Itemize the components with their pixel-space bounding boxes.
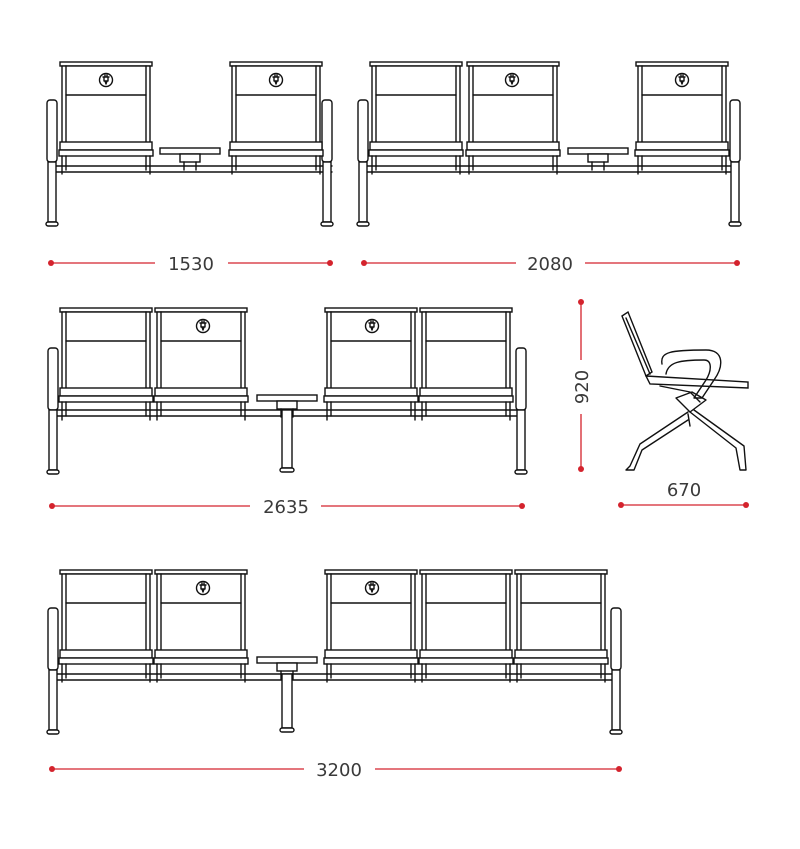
bench-2-seats <box>45 61 334 227</box>
dimension-label-3200: 3200 <box>316 760 362 781</box>
dimension-label-2635: 2635 <box>263 497 309 518</box>
bench-3-seats <box>356 61 742 227</box>
power-plug-icon <box>364 318 380 334</box>
dimension-3200: 3200 <box>49 760 622 781</box>
dimension-670: 670 <box>618 480 749 508</box>
power-plug-icon <box>195 580 211 596</box>
power-plug-icon <box>364 580 380 596</box>
chair-side-view <box>621 310 749 471</box>
bench-4-seats <box>46 307 528 475</box>
power-plug-icon <box>674 72 690 88</box>
dimension-label-1530: 1530 <box>168 254 214 275</box>
dimension-label-2080: 2080 <box>527 254 573 275</box>
bench-5-seats <box>46 569 623 735</box>
dimension-label-920: 920 <box>572 370 593 404</box>
power-plug-icon <box>504 72 520 88</box>
dimension-2080: 2080 <box>361 254 740 275</box>
power-plug-icon <box>98 72 114 88</box>
dimension-2635: 2635 <box>49 497 525 518</box>
power-plug-icon <box>268 72 284 88</box>
power-plug-icon <box>195 318 211 334</box>
dimension-1530: 1530 <box>48 254 333 275</box>
dimension-label-670: 670 <box>667 480 701 501</box>
dimension-920: 920 <box>572 299 593 472</box>
